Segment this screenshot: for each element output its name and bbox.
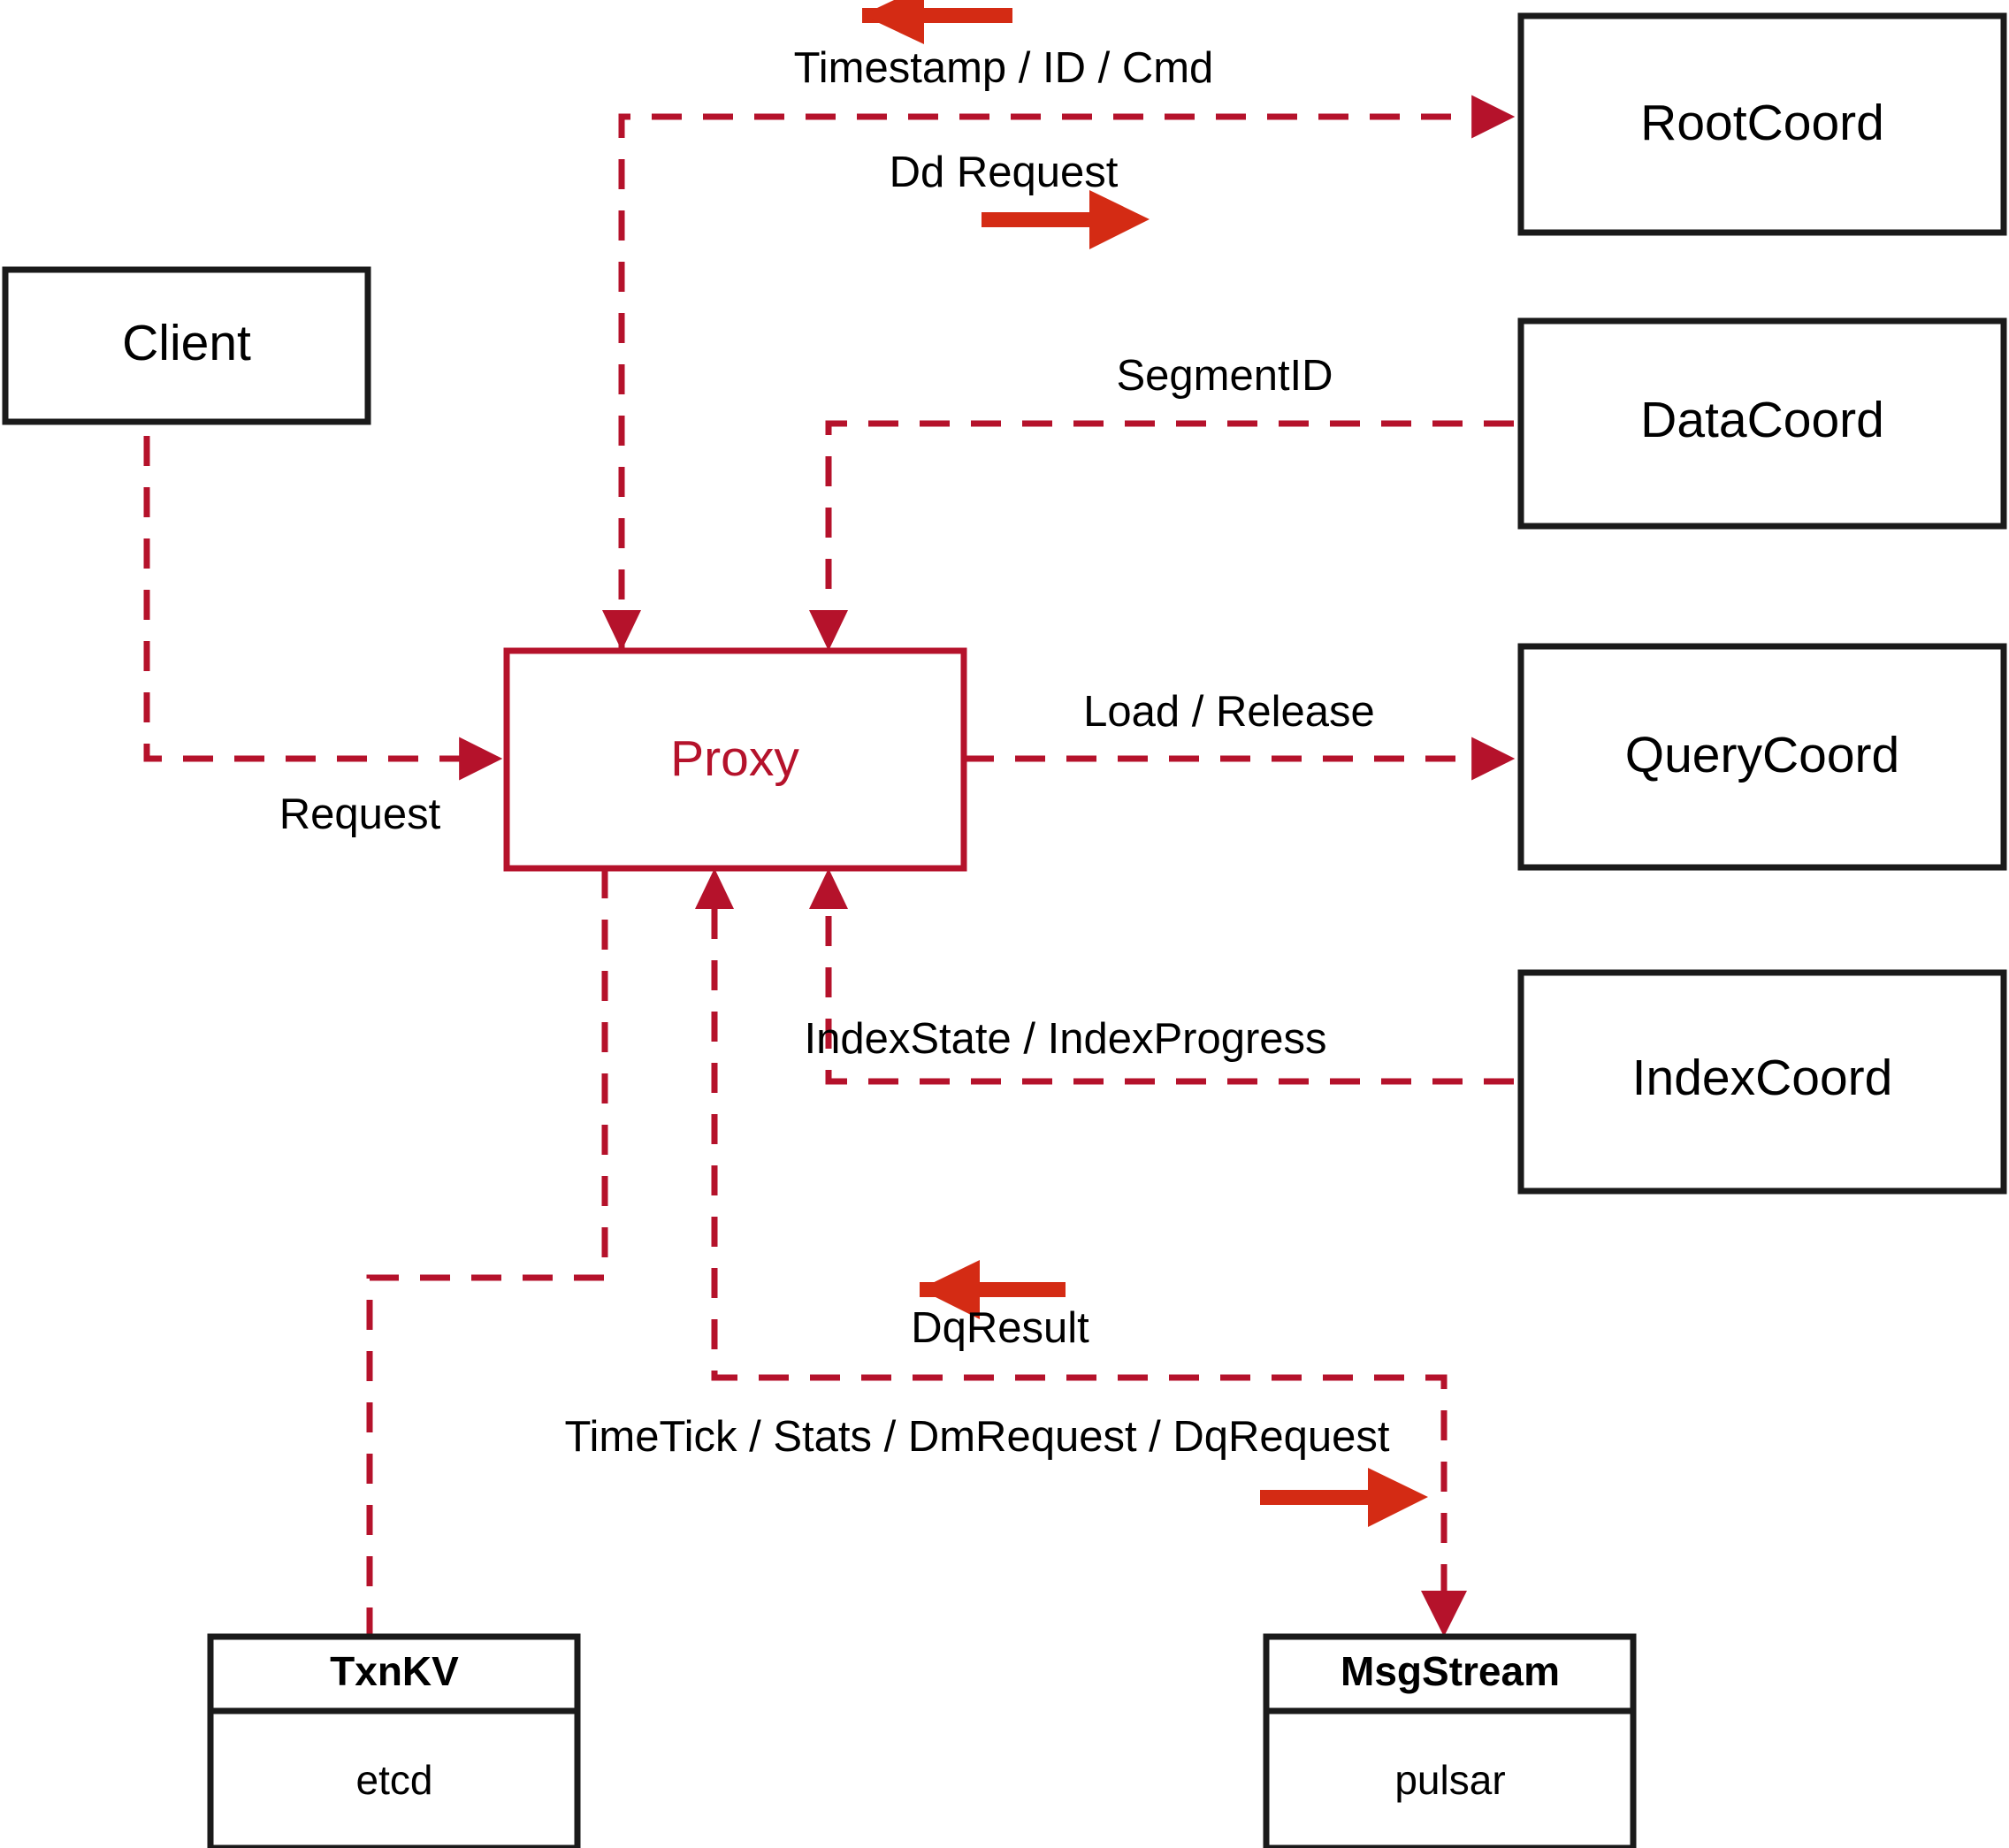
direction-arrow-timetick-right — [1260, 1468, 1428, 1527]
edge-path-root-coord — [618, 95, 1516, 651]
direction-arrow-timestamp-left — [862, 0, 1012, 44]
client-box — [2, 266, 371, 425]
edge-path-data-coord — [825, 420, 1514, 651]
edge-path-index-coord — [825, 909, 1514, 1085]
node-data-coord[interactable]: DataCoord — [1517, 317, 2007, 530]
edge-path-client-request — [143, 385, 503, 781]
query-coord-box — [1517, 643, 2007, 871]
edge-arrowhead-dqresult-in — [695, 868, 734, 909]
node-msgstream[interactable]: MsgStream pulsar — [1263, 1633, 1637, 1848]
edge-label-segment-id: SegmentID — [1116, 352, 1333, 400]
node-client[interactable]: Client — [2, 266, 371, 425]
root-coord-box — [1517, 12, 2007, 236]
edge-label-timetick-stats: TimeTick / Stats / DmRequest / DqRequest — [564, 1413, 1389, 1461]
client-label: Client — [122, 315, 251, 371]
direction-arrow-dqresult-left — [920, 1260, 1066, 1319]
msgstream-box — [1263, 1633, 1637, 1848]
node-proxy[interactable]: Proxy — [503, 647, 967, 872]
edge-label-index-state: IndexState / IndexProgress — [804, 1015, 1326, 1063]
edge-arrowhead-data-coord-in — [809, 610, 848, 651]
root-coord-label: RootCoord — [1640, 95, 1884, 151]
edge-label-load-release: Load / Release — [1083, 688, 1375, 736]
msgstream-impl: pulsar — [1394, 1757, 1505, 1803]
index-coord-box — [1517, 969, 2007, 1195]
direction-arrow-dd-request-right — [982, 190, 1150, 249]
data-coord-label: DataCoord — [1640, 392, 1884, 448]
proxy-label: Proxy — [670, 730, 799, 787]
edge-arrowhead-msgstream-in — [1421, 1591, 1467, 1637]
msgstream-title: MsgStream — [1341, 1648, 1560, 1694]
node-index-coord[interactable]: IndexCoord — [1517, 969, 2007, 1195]
node-query-coord[interactable]: QueryCoord — [1517, 643, 2007, 871]
edge-path-txnkv — [366, 868, 608, 1637]
edge-label-dd-request: Dd Request — [890, 149, 1119, 196]
txnkv-title: TxnKV — [330, 1648, 459, 1694]
data-coord-box — [1517, 317, 2007, 530]
edge-path-msgstream — [711, 909, 1448, 1596]
edge-label-timestamp-id-cmd: Timestamp / ID / Cmd — [794, 44, 1214, 92]
edge-arrowhead-root-coord-in — [602, 610, 641, 651]
proxy-box — [503, 647, 967, 872]
index-coord-label: IndexCoord — [1632, 1050, 1893, 1106]
node-txnkv[interactable]: TxnKV etcd — [207, 1633, 581, 1848]
node-root-coord[interactable]: RootCoord — [1517, 12, 2007, 236]
query-coord-label: QueryCoord — [1625, 727, 1899, 783]
txnkv-box — [207, 1633, 581, 1848]
txnkv-impl: etcd — [356, 1757, 433, 1803]
edge-label-dq-result: DqResult — [911, 1304, 1089, 1352]
edge-label-request: Request — [279, 790, 441, 838]
edge-arrowhead-index-coord-in — [809, 868, 848, 909]
